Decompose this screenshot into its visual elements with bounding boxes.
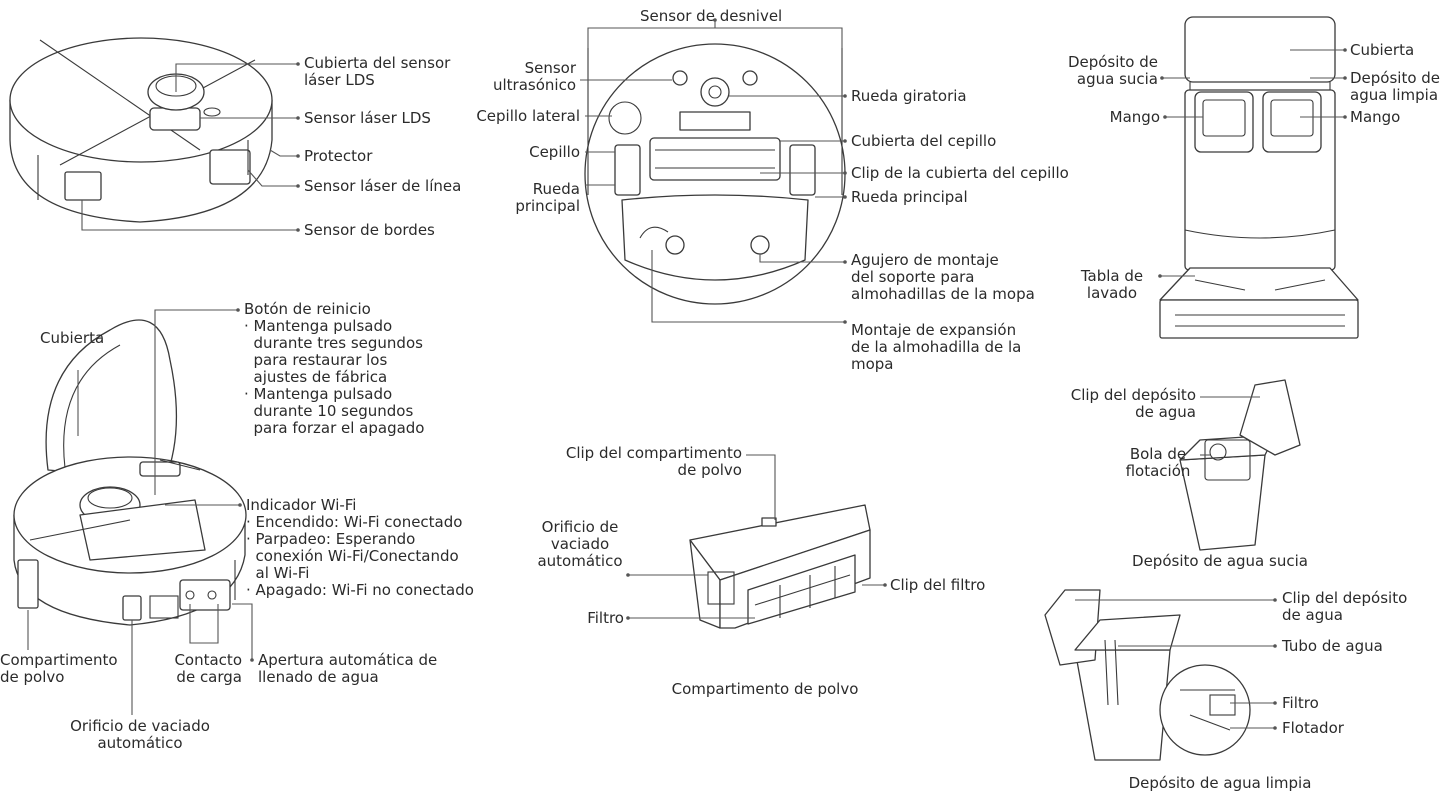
label-clean-tank-filter: Filtro — [1282, 694, 1319, 712]
label-dock-cover: Cubierta — [1350, 41, 1415, 59]
label-handle-left: Mango — [1109, 108, 1160, 126]
label-side-brush: Cepillo lateral — [476, 107, 580, 125]
label-dust-compartment: Compartimento de polvo — [0, 651, 118, 686]
label-reset-button: Botón de reinicio · Mantenga pulsado dur… — [244, 300, 425, 437]
dirty-tank-view — [1179, 379, 1301, 551]
label-charge-contact: Contacto de carga — [174, 651, 242, 686]
label-open-cover: Cubierta — [40, 329, 105, 347]
label-ultrasonic: Sensor ultrasónico — [492, 59, 576, 94]
leader-dots — [236, 18, 1347, 730]
dock-view — [1159, 16, 1359, 339]
label-float-ball: Bola de flotación — [1125, 445, 1191, 480]
label-auto-fill: Apertura automática de llenado de agua — [258, 651, 438, 686]
label-brush-cover: Cubierta del cepillo — [851, 132, 997, 150]
label-handle-right: Mango — [1350, 108, 1401, 126]
label-clean-tank-clip: Clip del depósito de agua — [1282, 589, 1408, 624]
label-dirty-tank: Depósito de agua sucia — [1067, 53, 1158, 88]
robot-bottom-view — [584, 43, 846, 305]
label-main-wheel-left: Rueda principal — [515, 180, 580, 215]
label-edge-sensor: Sensor de bordes — [304, 221, 435, 239]
label-dirty-tank-clip: Clip del depósito de agua — [1070, 386, 1196, 421]
dustbin-view — [689, 504, 871, 629]
caption-clean-tank: Depósito de agua limpia — [1128, 774, 1312, 792]
label-mop-expansion: Montaje de expansión de la almohadilla d… — [851, 321, 1022, 373]
label-line-laser: Sensor láser de línea — [304, 177, 462, 195]
label-swivel-wheel: Rueda giratoria — [851, 87, 967, 105]
label-dustbin-filter: Filtro — [587, 609, 624, 627]
label-auto-empty: Orificio de vaciado automático — [70, 717, 210, 752]
label-main-wheel-right: Rueda principal — [851, 188, 968, 206]
label-lds-sensor: Sensor láser LDS — [304, 109, 431, 127]
leader-lines — [27, 20, 1345, 729]
label-float: Flotador — [1282, 719, 1344, 737]
caption-dustbin: Compartimento de polvo — [671, 680, 859, 698]
label-mop-mount-hole: Agujero de montaje del soporte para almo… — [851, 251, 1035, 303]
label-brush-cover-clip: Clip de la cubierta del cepillo — [851, 164, 1069, 182]
label-wifi-indicator: Indicador Wi-Fi · Encendido: Wi-Fi conec… — [246, 496, 474, 599]
clean-tank-view — [1044, 589, 1251, 761]
label-brush: Cepillo — [529, 143, 580, 161]
label-lds-cover: Cubierta del sensor láser LDS — [304, 54, 451, 89]
label-water-tube: Tubo de agua — [1282, 637, 1383, 655]
label-dustbin-clip: Clip del compartimento de polvo — [565, 444, 742, 479]
label-cliff-sensor: Sensor de desnivel — [640, 7, 783, 25]
label-wash-board: Tabla de lavado — [1080, 267, 1144, 302]
caption-dirty-tank: Depósito de agua sucia — [1132, 552, 1308, 570]
label-protector: Protector — [304, 147, 373, 165]
label-dustbin-auto-empty: Orificio de vaciado automático — [537, 518, 623, 570]
label-filter-clip: Clip del filtro — [890, 576, 986, 594]
robot-top-view — [9, 37, 273, 223]
label-clean-tank: Depósito de agua limpia — [1350, 69, 1441, 104]
robot-open-view — [13, 319, 247, 626]
